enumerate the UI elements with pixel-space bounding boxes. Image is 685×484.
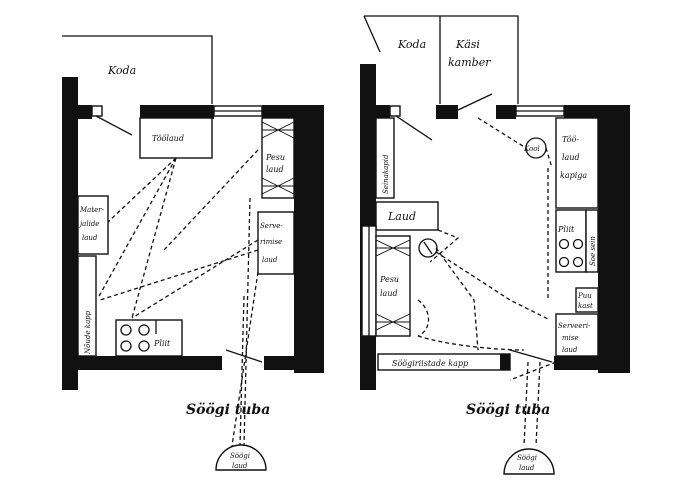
door-swing-b-bottom — [509, 349, 553, 363]
dining-room-label-a: Söögi tuba — [186, 402, 270, 418]
dining-table-b-label-2: laud — [519, 464, 535, 472]
dining-room-label-b: Söögi tuba — [466, 402, 550, 418]
top-wall-middle — [140, 105, 214, 119]
door-jamb-b — [389, 105, 401, 117]
stove-b-label: Pliit — [557, 225, 575, 234]
wash-table-label-2: laud — [266, 165, 284, 174]
dining-table-b-label-1: Söögi — [517, 454, 537, 462]
serving-table-b-label-1: Serveeri- — [558, 322, 591, 330]
wash-table-b-label-1: Pesu — [379, 275, 399, 284]
materials-table — [77, 195, 109, 255]
dining-table-b — [503, 448, 555, 475]
serving-table — [257, 211, 295, 275]
work-table-label: Töölaud — [152, 134, 184, 143]
bottom-wall-b-right — [554, 356, 630, 370]
stove-burners — [120, 324, 150, 352]
wash-table-label-1: Pesu — [265, 153, 285, 162]
table-b-label: Laud — [387, 210, 416, 223]
door-swing-top — [95, 115, 133, 136]
door-jamb — [91, 105, 103, 117]
serving-table-label-1: Serve- — [260, 222, 283, 230]
bottom-wall-right — [264, 356, 324, 370]
top-wall-left — [62, 105, 92, 119]
work-table-b-label-1: Töö- — [562, 135, 579, 144]
plan-a: Koda Töölaud Pesu laud — [62, 35, 325, 471]
warm-wall-label: Soe sein — [589, 236, 597, 266]
work-table-b-label-3: kapiga — [560, 171, 587, 180]
dining-table-a — [215, 444, 267, 471]
yard-outline-b — [364, 15, 519, 104]
bottom-wall-b-left — [360, 356, 374, 370]
plan-b-letter: b — [612, 237, 626, 261]
small-cabinet-label-2: kast — [578, 302, 593, 310]
work-table-b-label-2: laud — [562, 153, 580, 162]
plan-b: Koda Käsi kamber Seinakapid Laud — [360, 15, 630, 475]
bottom-wall-left — [62, 356, 222, 370]
tub-label: Kool — [523, 145, 540, 153]
plan-a-letter: a — [312, 237, 325, 261]
door-swing-bottom — [225, 349, 263, 363]
materials-table-label-2: jalide — [78, 220, 99, 228]
serving-table-b-label-3: laud — [562, 346, 578, 354]
wash-hatching — [261, 121, 295, 195]
serving-table-label-3: laud — [262, 256, 278, 264]
movement-paths-b — [417, 117, 557, 447]
stove — [115, 319, 183, 357]
right-wall-b — [598, 105, 630, 373]
dining-table-a-label-1: Söögi — [230, 452, 250, 460]
top-wall-b-mid2 — [496, 105, 516, 119]
yard-label: Koda — [107, 64, 136, 77]
wall-cabinet-label: Seinakapid — [382, 154, 390, 194]
wall-cabinet — [375, 117, 395, 199]
serving-table-label-2: rimise — [260, 238, 282, 246]
movement-paths-a — [97, 149, 259, 447]
work-table-b — [555, 117, 599, 209]
right-wall — [294, 105, 324, 373]
top-wall-b-mid — [436, 105, 458, 119]
work-table — [139, 117, 213, 159]
stove-b-burners — [558, 238, 584, 268]
yard-label-b: Koda — [397, 38, 426, 51]
dish-cabinet-label: Nõude kapp — [84, 310, 92, 355]
serving-table-b-label-2: mise — [562, 334, 579, 342]
warm-wall — [585, 209, 599, 273]
wash-table-b-label-2: laud — [380, 289, 398, 298]
materials-table-label-1: Mater- — [79, 206, 105, 214]
yard-outline — [62, 35, 213, 104]
pantry-label-1: Käsi — [455, 38, 480, 51]
small-cabinet-label-1: Puu — [577, 292, 592, 300]
tub-b-left — [418, 238, 438, 258]
dining-table-a-label-2: laud — [232, 462, 248, 470]
serving-table-b — [555, 313, 599, 357]
dish-cabinet — [77, 255, 97, 357]
top-wall-b-left — [360, 105, 390, 119]
left-wall — [62, 77, 78, 390]
pantry-label-2: kamber — [448, 56, 491, 69]
small-cabinet — [575, 287, 599, 313]
door-swing-b-top — [395, 115, 433, 141]
stove-label: Pliit — [153, 339, 171, 348]
door-swing-b-pantry — [457, 93, 493, 111]
dish-cabinet-b-label: Söögiriistade kapp — [392, 359, 468, 368]
wash-hatching-b — [375, 239, 411, 331]
table-b — [375, 201, 439, 231]
materials-table-label-3: laud — [82, 234, 98, 242]
